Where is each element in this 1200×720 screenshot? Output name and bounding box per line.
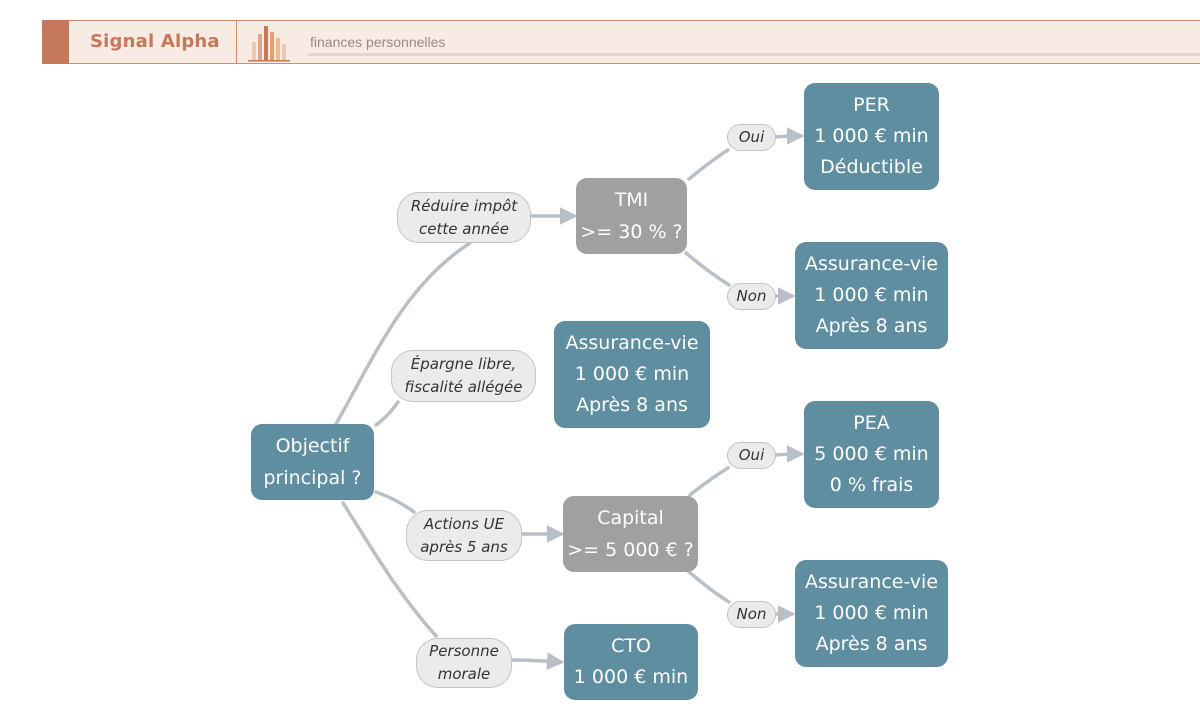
result-node-assurance-vie-2[interactable]: Assurance-vie 1 000 € min Après 8 ans — [554, 321, 710, 428]
branch-label-reduire-impot[interactable]: Réduire impôt cette année — [397, 192, 531, 243]
branch-label-line: morale — [437, 665, 491, 683]
edge-tmi-to-oui — [687, 148, 730, 181]
result-line: CTO — [611, 635, 651, 657]
result-line: 1 000 € min — [573, 666, 689, 688]
edge-tmi-to-non — [684, 251, 731, 287]
root-line-2: principal ? — [263, 467, 362, 489]
branch-label-line: Personne — [429, 642, 499, 660]
result-line: 5 000 € min — [814, 443, 929, 465]
decision-node-capital[interactable]: Capital >= 5 000 € ? — [563, 496, 698, 572]
edge-oui2-to-pea — [774, 445, 805, 463]
answer-label: Non — [736, 287, 767, 305]
result-node-assurance-vie-1[interactable]: Assurance-vie 1 000 € min Après 8 ans — [795, 242, 948, 349]
result-node-per[interactable]: PER 1 000 € min Déductible — [804, 83, 939, 190]
result-line: Déductible — [820, 156, 923, 178]
banner-accent-tab — [42, 20, 69, 64]
branch-label-line: fiscalité allégée — [404, 378, 523, 396]
answer-non-capital[interactable]: Non — [727, 601, 776, 628]
edge-root-to-personne — [341, 501, 438, 638]
result-line: Après 8 ans — [815, 633, 928, 655]
decision-line: TMI — [614, 189, 649, 211]
decision-line: Capital — [597, 507, 664, 529]
edge-root-to-epargne — [374, 400, 400, 427]
result-line: PEA — [853, 412, 890, 434]
result-line: 1 000 € min — [574, 363, 690, 385]
page-subtitle: finances personnelles — [310, 34, 446, 50]
edge-capital-to-non — [686, 569, 731, 604]
result-node-cto[interactable]: CTO 1 000 € min — [564, 624, 698, 700]
answer-non-tmi[interactable]: Non — [727, 283, 776, 310]
answer-oui-tmi[interactable]: Oui — [727, 124, 776, 151]
branch-label-epargne-libre[interactable]: Épargne libre, fiscalité allégée — [391, 350, 536, 402]
branch-label-line: Épargne libre, — [410, 355, 517, 373]
branch-label-actions-ue[interactable]: Actions UE après 5 ans — [406, 510, 522, 561]
decision-node-tmi[interactable]: TMI >= 30 % ? — [576, 178, 687, 254]
edge-capital-to-oui — [688, 466, 730, 497]
result-line: Assurance-vie — [565, 332, 699, 354]
edge-oui1-to-per — [774, 127, 805, 145]
result-line: Après 8 ans — [576, 394, 688, 416]
root-line-1: Objectif — [275, 435, 350, 457]
branch-label-line: cette année — [419, 219, 509, 238]
branch-label-line: Réduire impôt — [410, 196, 518, 215]
branch-label-line: après 5 ans — [420, 537, 508, 556]
subtitle-underline — [308, 53, 1200, 56]
branch-label-personne-morale[interactable]: Personne morale — [416, 638, 512, 688]
result-node-pea[interactable]: PEA 5 000 € min 0 % frais — [804, 401, 939, 508]
edge-personne-to-cto — [510, 652, 565, 670]
result-line: PER — [853, 94, 890, 116]
result-line: 1 000 € min — [814, 125, 929, 147]
branch-label-line: Actions UE — [423, 514, 505, 533]
edge-root-to-reduire — [334, 241, 472, 426]
decision-line: >= 5 000 € ? — [567, 539, 694, 561]
answer-label: Oui — [738, 446, 765, 464]
bar-chart-logo-icon — [248, 26, 290, 62]
result-line: Assurance-vie — [804, 571, 939, 593]
banner-separator — [236, 21, 237, 63]
result-line: 0 % frais — [829, 474, 914, 496]
result-line: 1 000 € min — [814, 284, 929, 306]
brand-name[interactable]: Signal Alpha — [90, 31, 220, 52]
header-banner: Signal Alpha finances personnelles — [42, 20, 1200, 64]
result-line: 1 000 € min — [814, 602, 929, 624]
root-node[interactable]: Objectif principal ? — [251, 424, 374, 500]
answer-label: Oui — [738, 128, 765, 146]
answer-oui-capital[interactable]: Oui — [727, 442, 776, 469]
edge-root-to-actions — [374, 490, 416, 514]
result-line: Assurance-vie — [804, 253, 939, 275]
result-node-assurance-vie-3[interactable]: Assurance-vie 1 000 € min Après 8 ans — [795, 560, 948, 667]
answer-label: Non — [736, 605, 767, 623]
result-line: Après 8 ans — [815, 315, 928, 337]
decision-line: >= 30 % ? — [580, 221, 683, 243]
